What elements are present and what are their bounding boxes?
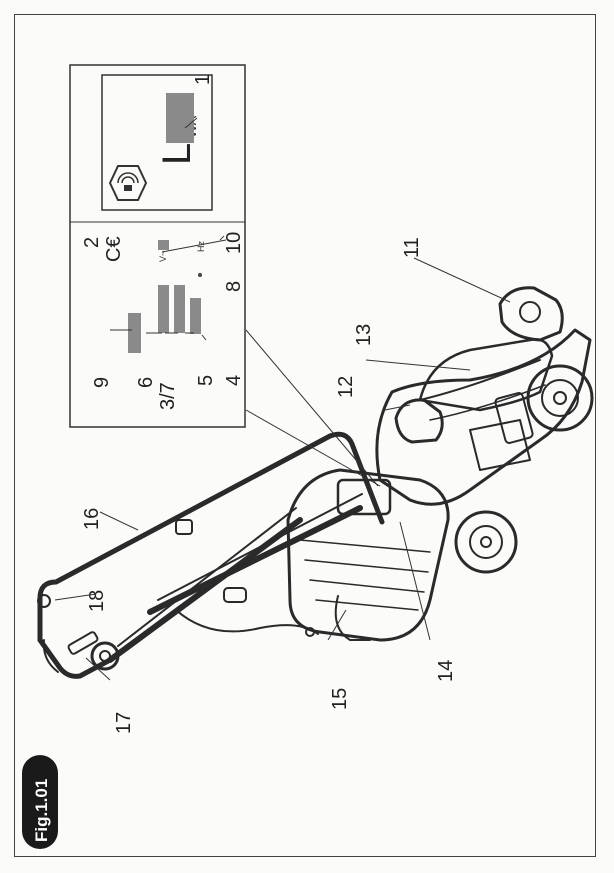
callout-1: 1 [192, 74, 214, 85]
noise-value-bar [166, 93, 194, 143]
noise-level-box [101, 74, 213, 211]
wheel-front-left [526, 364, 594, 432]
callout-10: 10 [223, 232, 245, 254]
plate-leaders [110, 117, 227, 341]
hz-text: Hz [196, 241, 206, 252]
plate-bar-9 [128, 313, 141, 353]
callout-9: 9 [91, 377, 113, 388]
plate-bar-5 [190, 298, 201, 334]
rating-plate: L WA C€ V~ Hz [69, 64, 246, 428]
figure-frame [14, 14, 596, 857]
callout-5: 5 [195, 375, 217, 386]
figure-badge-label: Fig.1.01 [32, 779, 51, 842]
callout-16: 16 [81, 508, 103, 530]
plate-bar-volt [158, 240, 169, 250]
callout-2: 2 [81, 237, 103, 248]
wheel-rear-right [394, 398, 444, 444]
motor-cover [418, 338, 554, 412]
switch-box [90, 641, 120, 671]
plate-bar-6 [158, 285, 169, 333]
callouts: 1 2 10 8 9 6 3/7 5 4 11 13 12 16 18 17 1… [81, 74, 457, 734]
cutting-height-lever [469, 419, 531, 471]
wheel-rear-left [454, 510, 518, 574]
figure-badge-bg [22, 755, 58, 849]
handle-knob-upper [175, 519, 193, 535]
callout-12: 12 [335, 376, 357, 398]
lwa-letter: L [155, 143, 199, 165]
callout-17: 17 [113, 712, 135, 734]
plate-tick [219, 235, 225, 241]
callout-3-7: 3/7 [157, 382, 179, 410]
volt-text: V~ [158, 251, 168, 262]
safety-button [37, 594, 51, 608]
rating-plate-border [69, 64, 246, 428]
plate-bar-3-7 [174, 285, 185, 333]
callout-18: 18 [86, 590, 108, 612]
handle-lower [37, 637, 113, 679]
wheel-front-right [498, 286, 564, 342]
handle-tube-upper [147, 505, 363, 615]
noise-level-icon [108, 165, 148, 201]
start-lever [67, 631, 99, 655]
callout-4: 4 [223, 375, 245, 386]
handle-knob-lower [223, 587, 247, 603]
ce-mark: C€ [103, 236, 125, 262]
mower-deck [375, 328, 592, 506]
callout-11: 11 [401, 237, 423, 258]
callout-6: 6 [135, 377, 157, 388]
grass-box [286, 468, 450, 642]
callout-15: 15 [329, 688, 351, 710]
plate-dot [198, 273, 202, 277]
handle-bar [37, 431, 385, 643]
figure-badge: Fig.1.01 [22, 755, 58, 849]
grass-box-handle [336, 478, 392, 516]
callout-leaders [54, 257, 511, 681]
callout-8: 8 [223, 281, 245, 292]
rear-guard [334, 595, 371, 641]
lawnmower [37, 286, 594, 679]
callout-14: 14 [435, 660, 457, 682]
callout-13: 13 [353, 324, 375, 346]
